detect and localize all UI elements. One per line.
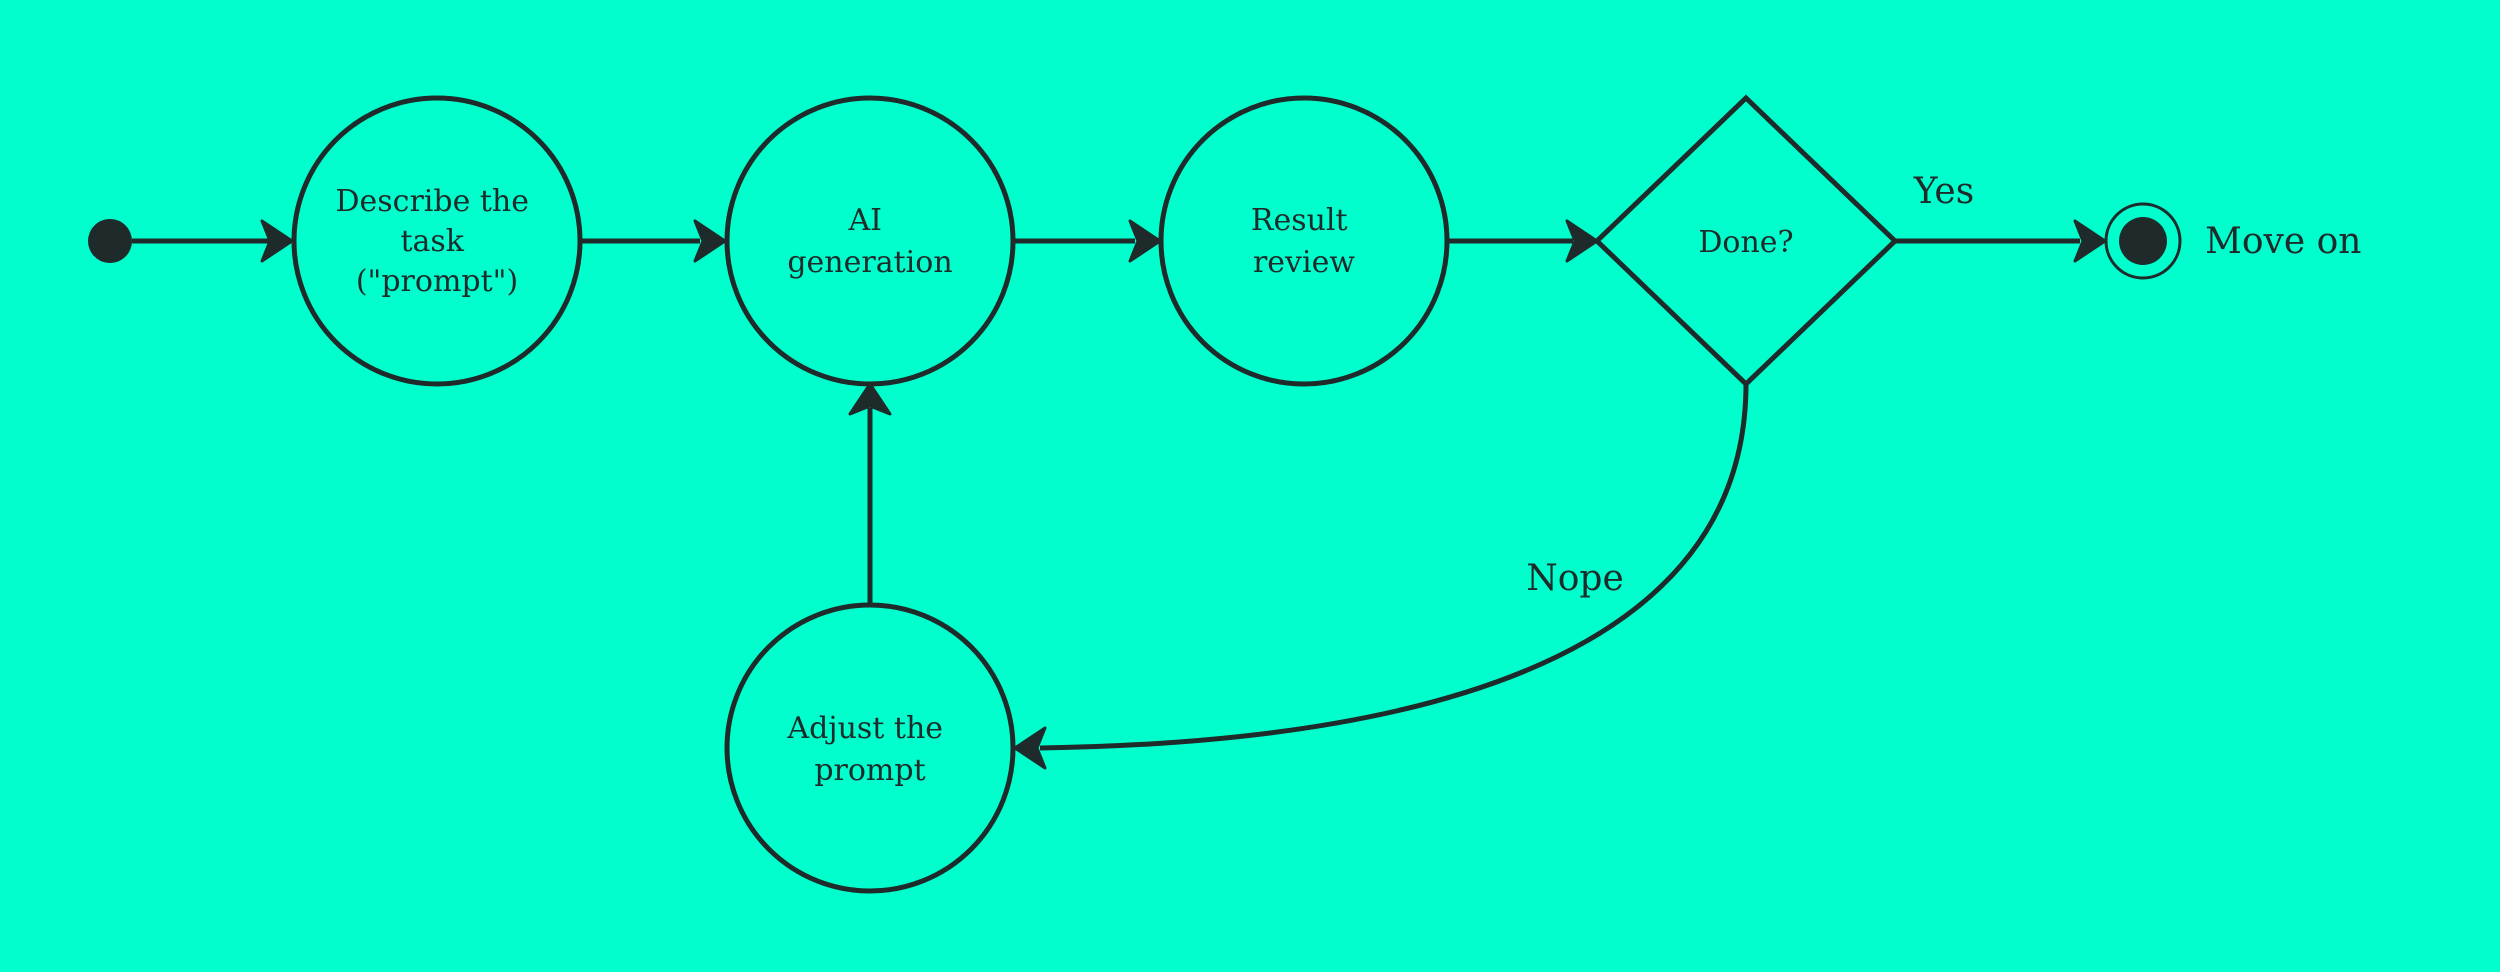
- arrowhead-adjust: [1013, 726, 1047, 770]
- edge-nope-label: Nope: [1526, 558, 1624, 599]
- node-generation-line-1: AI: [847, 203, 882, 238]
- node-adjust-prompt-label: Adjust the prompt: [786, 711, 952, 788]
- end-node-label: Move on: [2205, 221, 2361, 262]
- node-result-review-label: Result review: [1251, 203, 1357, 280]
- node-describe-task-label: Describe the task ("prompt"): [335, 184, 538, 299]
- arrowhead-generation-bottom: [848, 382, 892, 416]
- decision-done-label: Done?: [1698, 225, 1793, 260]
- node-review-line-2: review: [1253, 245, 1355, 280]
- node-ai-generation-label: AI generation: [787, 203, 952, 280]
- node-result-review: [1158, 95, 1450, 387]
- node-adjust-line-2: prompt: [814, 753, 925, 788]
- end-node: [2119, 217, 2167, 265]
- edge-done-to-adjust: [1039, 383, 1749, 751]
- node-ai-generation: [724, 95, 1016, 387]
- arrowhead-done: [1565, 219, 1599, 263]
- node-generation-line-2: generation: [787, 245, 952, 280]
- edge-yes-label: Yes: [1913, 171, 1974, 212]
- arrowhead-generation: [693, 219, 727, 263]
- node-describe-line-2: task: [400, 224, 464, 259]
- node-review-line-1: Result: [1251, 203, 1348, 238]
- node-describe-line-3: ("prompt"): [356, 264, 518, 299]
- arrowhead-review: [1128, 219, 1162, 263]
- arrowhead-describe: [260, 219, 294, 263]
- node-adjust-line-1: Adjust the: [786, 711, 943, 746]
- node-describe-line-1: Describe the: [335, 184, 529, 219]
- arrowhead-end: [2073, 219, 2107, 263]
- node-adjust-prompt: [724, 602, 1016, 894]
- start-node: [88, 219, 132, 263]
- end-node-ring: [2104, 202, 2182, 280]
